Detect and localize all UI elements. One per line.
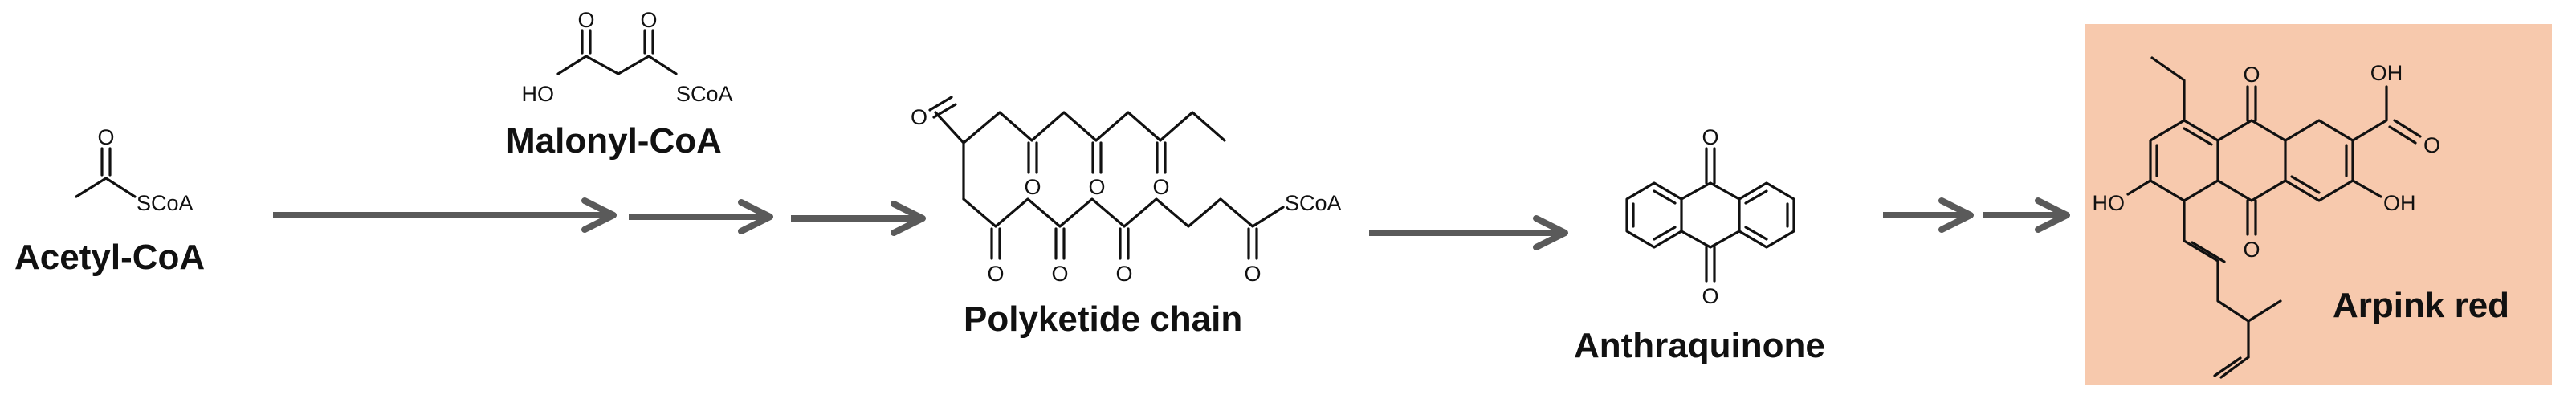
arrow-polyketide-to-anthraquinone (1369, 215, 1568, 250)
arrow-malonyl-2 (791, 201, 926, 236)
arpink-red-atom-o-top: O (2243, 63, 2260, 87)
polyketide-chain-label: Polyketide chain (964, 299, 1242, 339)
polyketide-atom-o6: O (1051, 262, 1068, 286)
polyketide-atom-o3: O (1088, 175, 1105, 199)
arpink-red-structure: O O OH O HO OH (2093, 56, 2440, 379)
malonyl-coa-atom-ho: HO (522, 82, 555, 106)
anthraquinone-atom-o-bottom: O (1702, 284, 1718, 308)
polyketide-atom-o2: O (1024, 175, 1041, 199)
anthraquinone-atom-o-top: O (1702, 125, 1718, 149)
arpink-red-atom-oh-right: OH (2383, 191, 2416, 215)
anthraquinone-label: Anthraquinone (1574, 326, 1825, 365)
arrow-acetyl-to-condensation (273, 197, 617, 233)
polyketide-atom-scoa: SCoA (1285, 191, 1342, 215)
malonyl-coa-structure: O O HO SCoA (522, 8, 733, 106)
polyketide-atom-o1: O (911, 105, 927, 129)
polyketide-atom-o5: O (987, 262, 1004, 286)
arpink-red-atom-oh-acid: OH (2370, 61, 2403, 85)
arpink-red-atom-o-bottom: O (2243, 238, 2260, 262)
arrow-anthraquinone-1 (1883, 197, 1974, 233)
polyketide-chain-structure: O O O O O O O O SCoA (911, 96, 1342, 286)
malonyl-coa-atom-scoa: SCoA (676, 82, 733, 106)
arpink-red-atom-ho-left: HO (2093, 191, 2126, 215)
arpink-red-atom-o-acid: O (2423, 133, 2440, 157)
malonyl-coa-label: Malonyl-CoA (506, 121, 722, 161)
acetyl-coa-atom-scoa: SCoA (137, 191, 194, 215)
arrow-malonyl-1 (629, 199, 773, 234)
polyketide-atom-o7: O (1115, 262, 1132, 286)
acetyl-coa-atom-o: O (97, 125, 114, 149)
polyketide-atom-o8: O (1244, 262, 1261, 286)
arpink-red-label: Arpink red (2333, 286, 2509, 325)
acetyl-coa-structure: O SCoA (75, 125, 194, 215)
arpink-red-highlight-box (2085, 24, 2552, 385)
arrow-anthraquinone-2 (1983, 197, 2070, 233)
malonyl-coa-atom-o1: O (577, 8, 594, 32)
anthraquinone-structure: O O (1625, 125, 1795, 308)
polyketide-atom-o4: O (1152, 175, 1169, 199)
malonyl-coa-atom-o2: O (640, 8, 657, 32)
acetyl-coa-label: Acetyl-CoA (14, 238, 205, 277)
